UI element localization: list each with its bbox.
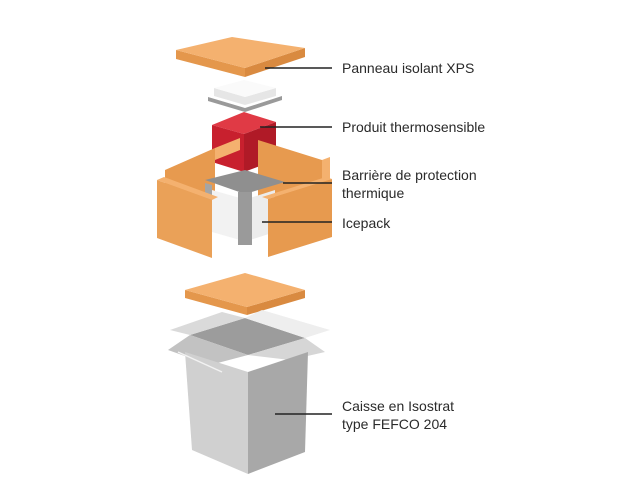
- label-box-line2: type FEFCO 204: [342, 416, 448, 432]
- icepack-tray: [208, 80, 282, 112]
- leader-lines: [260, 67, 332, 415]
- xps-top-panel: [176, 37, 305, 77]
- isostrat-box: [168, 310, 330, 474]
- label-xps-panel: Panneau isolant XPS: [342, 60, 475, 76]
- label-barrier-line1: Barrière de protection: [342, 167, 477, 183]
- label-barrier-line2: thermique: [342, 185, 405, 201]
- xps-bottom-panel: [185, 273, 305, 315]
- label-box-line1: Caisse en Isostrat: [342, 398, 455, 414]
- xps-front-walls: [157, 177, 332, 258]
- label-icepack: Icepack: [342, 215, 391, 231]
- label-product: Produit thermosensible: [342, 119, 486, 135]
